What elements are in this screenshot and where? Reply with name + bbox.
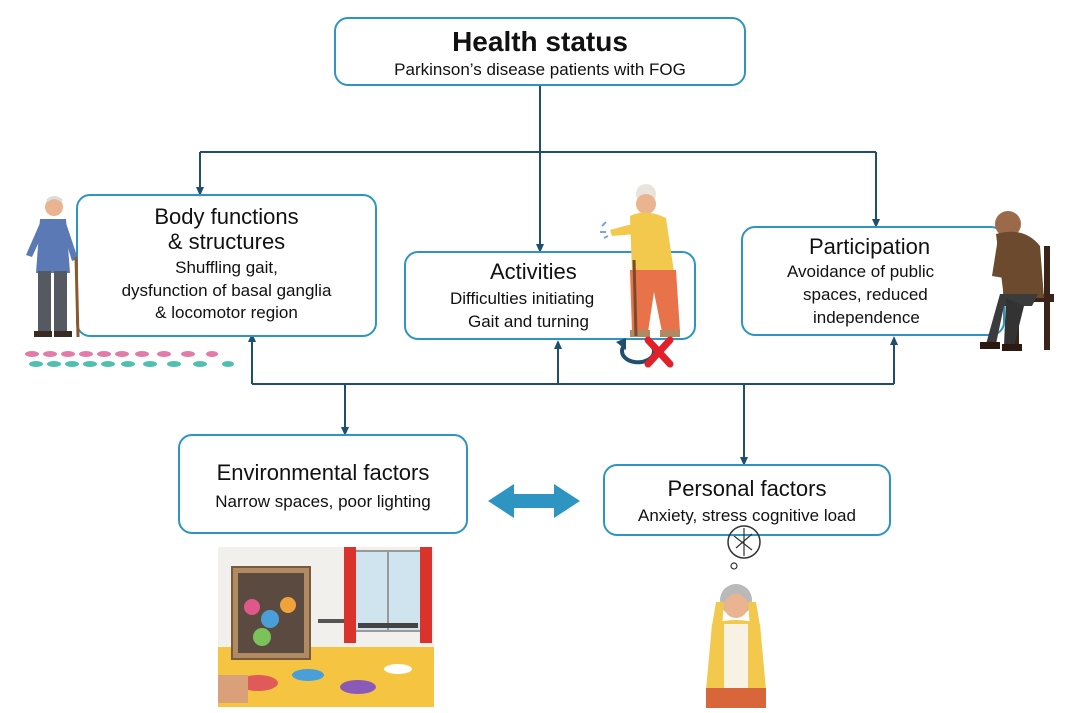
body-functions-title-line2: & structures [167,229,286,255]
participation-desc-line2: spaces, reduced [803,285,928,305]
environmental-desc: Narrow spaces, poor lighting [215,492,431,512]
participation-box: Participation Avoidance of public spaces… [741,226,1005,336]
elderly-man-with-cane-icon [26,196,80,338]
body-functions-box: Body functions & structures Shuffling ga… [76,194,377,337]
activities-title: Activities [490,259,577,284]
environmental-title: Environmental factors [216,460,430,485]
double-arrow-icon [488,484,580,518]
turning-blocked-icon [616,336,674,368]
participation-desc-line1: Avoidance of public [787,262,935,282]
footprints-icon [25,351,234,367]
body-functions-desc-line3: & locomotor region [155,303,298,323]
health-status-box: Health status Parkinson’s disease patien… [334,17,746,86]
messy-room-icon [218,547,434,707]
body-functions-title-line1: Body functions [154,204,299,229]
personal-title: Personal factors [667,476,827,501]
activities-desc-line1: Difficulties initiating [450,289,595,309]
seated-dejected-man-icon [980,211,1054,351]
health-status-subtitle: Parkinson’s disease patients with FOG [394,59,686,79]
health-status-title: Health status [452,26,628,57]
personal-desc: Anxiety, stress cognitive load [638,506,856,526]
participation-title: Participation [809,234,931,259]
body-functions-desc-line1: Shuffling gait, [175,257,278,277]
anxious-woman-icon [706,525,766,708]
activities-desc-line2: Gait and turning [468,312,589,332]
elderly-woman-freezing-icon [600,184,680,337]
personal-factors-box: Personal factors Anxiety, stress cogniti… [603,464,891,536]
participation-desc-line3: independence [813,308,920,328]
body-functions-desc-line2: dysfunction of basal ganglia [121,280,332,300]
environmental-factors-box: Environmental factors Narrow spaces, poo… [178,434,468,534]
